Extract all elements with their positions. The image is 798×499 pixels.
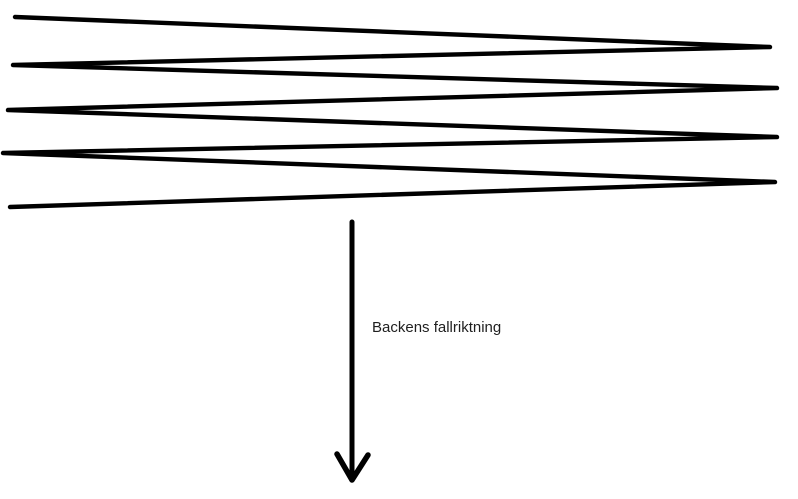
arrow-head bbox=[334, 451, 371, 483]
fall-direction-label: Backens fallriktning bbox=[372, 319, 502, 336]
switchback-path bbox=[0, 14, 780, 210]
